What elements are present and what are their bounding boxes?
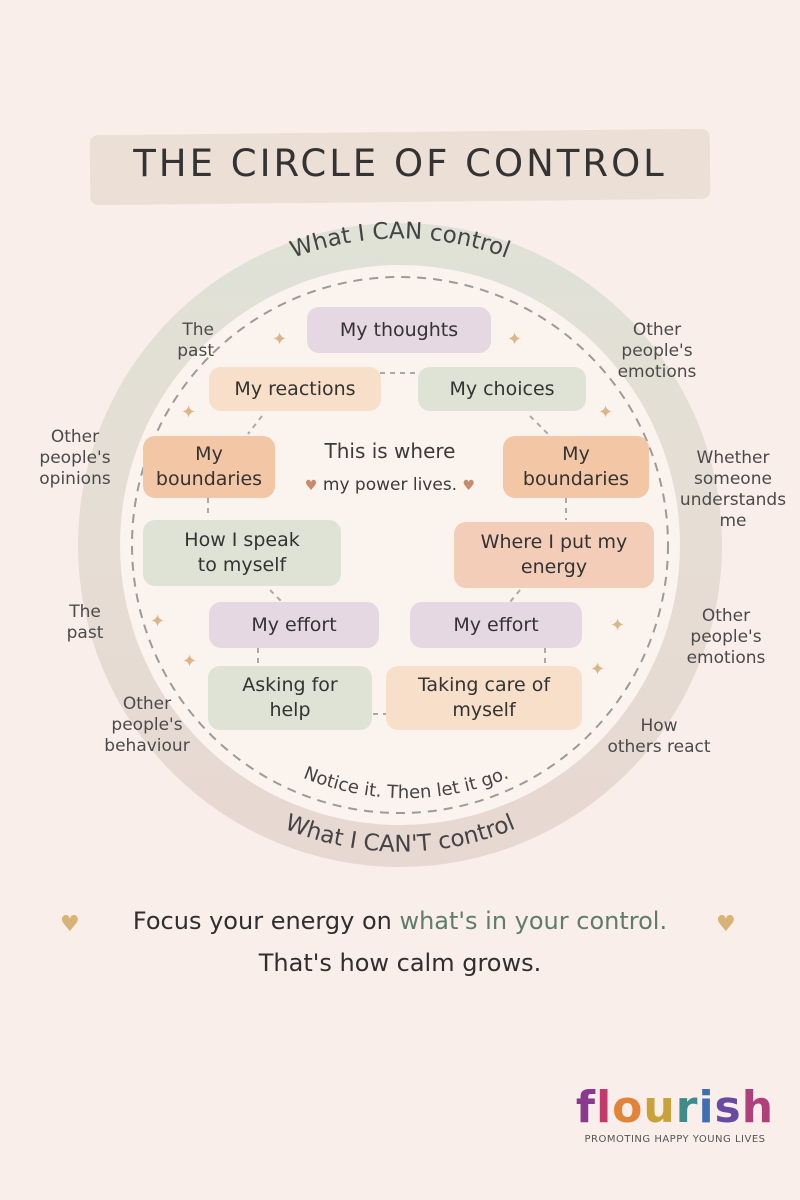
cant-control-item: Other people's emotions [617, 320, 697, 382]
footer-line-1: Focus your energy on what's in your cont… [0, 900, 800, 942]
can-control-item: My boundaries [143, 436, 275, 498]
cant-control-item: How others react [607, 716, 711, 757]
cant-control-item: The past [66, 602, 104, 643]
brand-letter: f [575, 1082, 597, 1133]
can-control-item: My choices [418, 367, 586, 411]
sparkle-icon: ✦ [598, 402, 614, 423]
brand-letter: o [612, 1082, 644, 1133]
page-title: THE CIRCLE OF CONTROL [133, 142, 667, 185]
can-control-item: Where I put my energy [454, 522, 654, 588]
brand-letter: l [596, 1082, 613, 1133]
cant-control-item: Other people's behaviour [104, 694, 190, 756]
footer-accent: what's in your control. [399, 907, 668, 935]
can-control-item: My thoughts [307, 307, 491, 353]
cant-control-item: Other people's opinions [39, 427, 111, 489]
can-control-item: My boundaries [503, 436, 649, 498]
can-control-item: Asking for help [208, 666, 372, 730]
heart-icon: ♥ [304, 478, 318, 494]
sparkle-icon: ✦ [150, 611, 166, 632]
can-control-item: How I speak to myself [143, 520, 341, 586]
connectors [207, 372, 567, 715]
heart-icon: ♥ [60, 912, 80, 937]
cant-control-item: The past [177, 320, 214, 361]
cant-control-item: Whether someone understands me [679, 448, 787, 531]
center-line-1: This is where [324, 439, 456, 463]
footer-message: ♥ ♥ Focus your energy on what's in your … [0, 900, 800, 984]
brand-letter: h [741, 1082, 775, 1133]
heart-icon: ♥ [462, 478, 476, 494]
center-line-2: ♥ my power lives. ♥ [290, 468, 490, 503]
sparkle-icon: ✦ [181, 402, 197, 423]
brand-letter: r [675, 1082, 699, 1133]
dashed-border [131, 276, 669, 814]
can-control-item: My effort [209, 602, 379, 648]
sparkle-icon: ✦ [272, 329, 288, 350]
sparkle-icon: ✦ [507, 329, 523, 350]
center-line-2-text: my power lives. [322, 475, 458, 495]
can-control-item: My effort [410, 602, 582, 648]
footer-line-2: That's how calm grows. [258, 949, 542, 977]
can-control-item: Taking care of myself [386, 666, 582, 730]
heart-icon: ♥ [716, 912, 736, 937]
brand-letter: i [698, 1082, 715, 1133]
brand-letter: u [643, 1082, 676, 1133]
brand-letter: s [714, 1082, 742, 1133]
brand-logo: flourish PROMOTING HAPPY YOUNG LIVES [575, 1084, 775, 1146]
sparkle-icon: ✦ [610, 615, 626, 636]
brand-tagline: PROMOTING HAPPY YOUNG LIVES [584, 1134, 766, 1145]
cant-control-item: Other people's emotions [686, 606, 766, 668]
brand-name: flourish [575, 1084, 775, 1132]
footer-line-1-text: Focus your energy on [132, 907, 400, 935]
can-control-item: My reactions [209, 367, 381, 411]
sparkle-icon: ✦ [590, 659, 606, 680]
sparkle-icon: ✦ [182, 651, 198, 672]
center-message: This is where ♥ my power lives. ♥ [290, 434, 490, 503]
